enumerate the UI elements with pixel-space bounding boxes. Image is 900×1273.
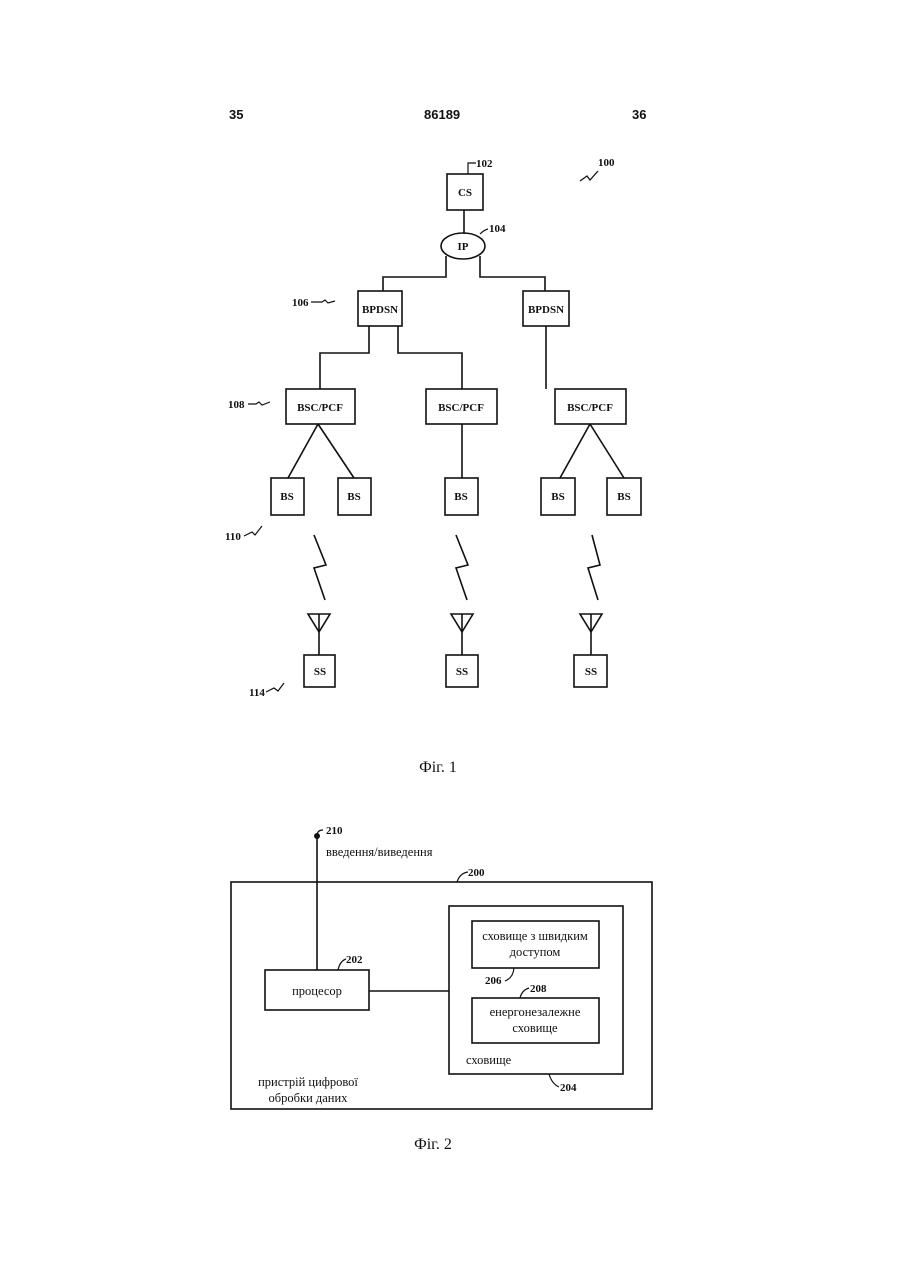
- ref-208: 208: [530, 983, 547, 995]
- io-label: введення/виведення: [326, 845, 433, 859]
- ref-arrow-icon-114: [266, 683, 284, 692]
- bs-label-1: BS: [280, 491, 293, 503]
- ref-arrow-icon-110: [244, 526, 262, 536]
- ref-202: 202: [346, 954, 363, 966]
- io-terminal-dot: [314, 833, 320, 839]
- wireless-link-icon-2: [456, 535, 468, 600]
- bpdsn-label-left: BPDSN: [362, 304, 398, 316]
- ref-200: 200: [468, 867, 485, 879]
- bs-label-3: BS: [454, 491, 467, 503]
- ref-206: 206: [485, 975, 502, 987]
- fast-storage-label-line1: сховище з швидким: [482, 929, 588, 943]
- ref-100: 100: [598, 157, 615, 169]
- ref-leader-202: [338, 959, 346, 970]
- nonvolatile-storage-label-line1: енергонезалежне: [490, 1005, 581, 1019]
- ss-label-1: SS: [314, 666, 326, 678]
- ref-leader-206: [505, 968, 514, 981]
- ref-108: 108: [228, 399, 245, 411]
- ref-leader-200: [457, 872, 468, 882]
- bpdsn-label-right: BPDSN: [528, 304, 564, 316]
- ref-arrow-icon-106: [311, 300, 335, 303]
- bs-label-2: BS: [347, 491, 360, 503]
- wireless-link-icon-3: [588, 535, 600, 600]
- ref-106: 106: [292, 297, 309, 309]
- ref-102: 102: [476, 158, 493, 170]
- ref-arrow-icon-108: [248, 402, 270, 405]
- bsc-pcf-label-1: BSC/PCF: [297, 402, 343, 414]
- device-label-line2: обробки даних: [269, 1091, 349, 1105]
- bs-label-5: BS: [617, 491, 630, 503]
- bsc-pcf-label-3: BSC/PCF: [567, 402, 613, 414]
- antenna-icon-1: [308, 614, 330, 655]
- bsc-pcf-label-2: BSC/PCF: [438, 402, 484, 414]
- fast-storage-label-line2: доступом: [510, 945, 561, 959]
- ref-leader-102: [468, 163, 476, 174]
- ref-110: 110: [225, 531, 241, 543]
- ref-leader-208: [520, 988, 529, 998]
- nonvolatile-storage-label-line2: сховище: [512, 1021, 558, 1035]
- fig1-connectors: [288, 210, 624, 478]
- ss-label-3: SS: [585, 666, 597, 678]
- fig2-caption: Фіг. 2: [414, 1136, 452, 1153]
- ss-label-2: SS: [456, 666, 468, 678]
- storage-label: сховище: [466, 1053, 512, 1067]
- device-label-line1: пристрій цифрової: [258, 1075, 358, 1089]
- antenna-icon-3: [580, 614, 602, 655]
- ref-leader-104: [480, 229, 488, 234]
- wireless-link-icon-1: [314, 535, 326, 600]
- cs-label: CS: [458, 187, 472, 199]
- processor-label: процесор: [292, 984, 342, 998]
- ip-label: IP: [458, 241, 469, 253]
- fig1-caption: Фіг. 1: [419, 759, 457, 776]
- ref-leader-204: [549, 1074, 559, 1087]
- ref-114: 114: [249, 687, 265, 699]
- ref-204: 204: [560, 1082, 577, 1094]
- ref-104: 104: [489, 223, 506, 235]
- ref-210: 210: [326, 825, 343, 837]
- antenna-icon-2: [451, 614, 473, 655]
- ref-arrow-icon-100: [580, 171, 598, 181]
- bs-label-4: BS: [551, 491, 564, 503]
